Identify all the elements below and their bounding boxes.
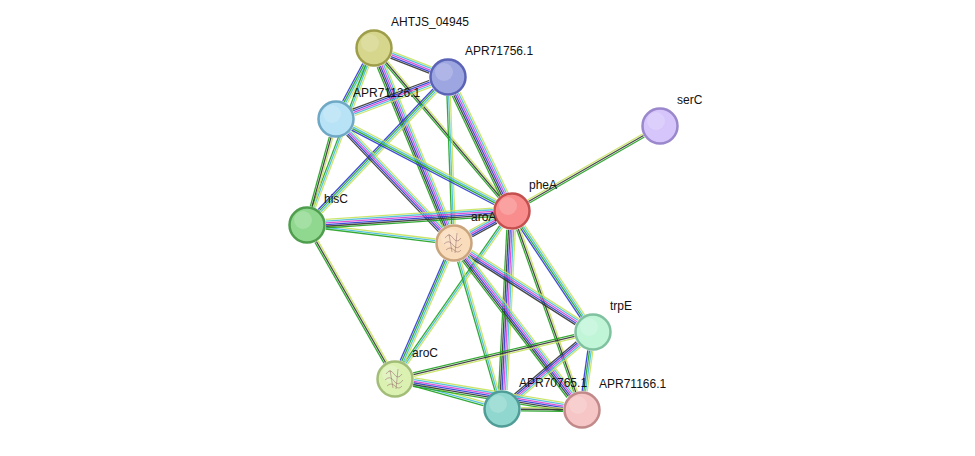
node-label: aroC [412,346,438,360]
interaction-edge [326,226,436,243]
interaction-edge [400,259,449,362]
protein-node: AHTJS_04945 [355,29,393,67]
node-label: AHTJS_04945 [391,15,469,29]
protein-node: APR71166.1 [563,391,601,429]
node-circle [376,360,414,398]
node-label: serC [677,93,702,107]
interaction-edge [528,134,645,203]
interaction-edge [521,408,563,412]
node-circle [435,224,473,262]
node-circle [288,206,326,244]
protein-node: aroA [435,224,473,262]
node-circle [574,313,612,351]
structure-sketch [385,369,403,389]
node-circle [493,192,531,230]
node-circle [641,107,679,145]
node-circle [355,29,393,67]
interaction-edge [452,92,507,195]
protein-node: pheA [493,192,531,230]
protein-node: APR71126.1 [317,100,355,138]
interaction-edge [318,89,436,213]
structure-sketch [444,233,462,253]
protein-node: hisC [288,206,326,244]
node-circle [429,58,467,96]
node-label: APR71166.1 [599,377,666,391]
interaction-edge [514,342,580,400]
node-label: pheA [529,178,557,192]
interaction-edge [447,96,455,224]
node-label: APR70765.1 [519,376,587,390]
node-label: APR71126.1 [353,86,420,100]
node-circle [317,100,355,138]
interaction-edge [326,208,494,228]
node-label: trpE [610,299,632,313]
node-label: hisC [324,192,348,206]
protein-node: APR71756.1 [429,58,467,96]
node-circle [563,391,601,429]
node-label: APR71756.1 [465,44,533,58]
node-label: aroA [471,210,496,224]
node-circle [483,390,521,428]
interaction-edge [352,126,497,205]
protein-node: aroC [376,360,414,398]
protein-node: APR70765.1 [483,390,521,428]
interaction-edge [390,52,431,73]
protein-node: trpE [574,313,612,351]
protein-node: serC [641,107,679,145]
interaction-edge [315,241,387,364]
